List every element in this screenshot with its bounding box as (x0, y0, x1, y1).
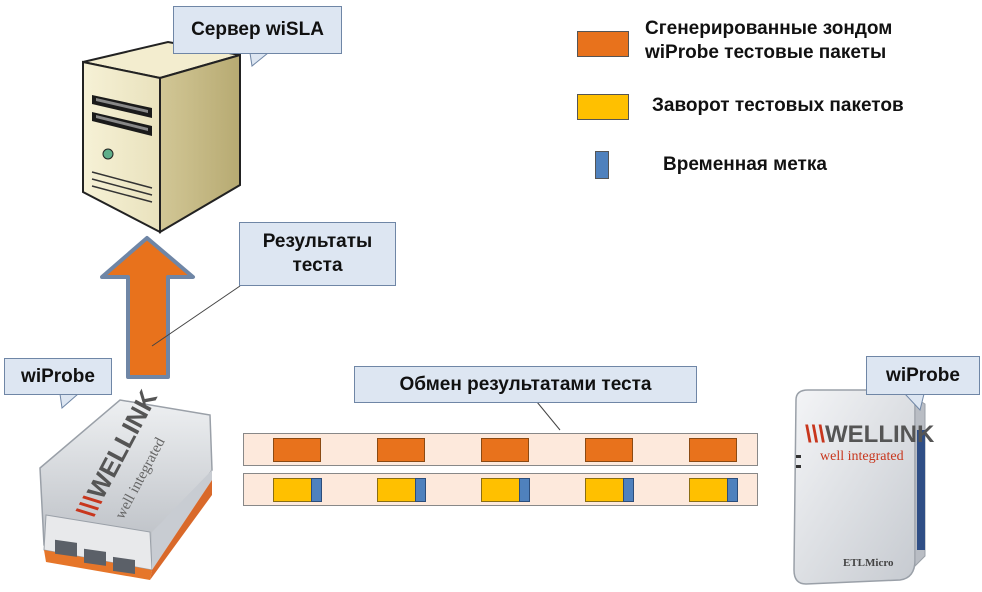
legend-swatch-timestamp (595, 151, 609, 179)
exchange-callout: Обмен результатами теста (354, 366, 697, 403)
exchange-callout-line (536, 401, 561, 431)
results-callout: Результаты теста (239, 222, 396, 286)
server-callout: Сервер wiSLA (173, 6, 342, 54)
legend-label-loopback: Заворот тестовых пакетов (652, 94, 904, 118)
loopback-packet (481, 478, 521, 502)
server-icon (82, 40, 241, 234)
legend-loopback-line1: Заворот тестовых пакетов (652, 95, 904, 116)
probe-right-label: wiProbe (886, 365, 960, 386)
probe-left-label: wiProbe (21, 366, 95, 387)
timestamp-marker (311, 478, 322, 502)
results-arrow (100, 236, 195, 379)
legend-label-timestamp: Временная метка (663, 153, 827, 177)
results-label-line1: Результаты (262, 231, 373, 252)
probe-left-callout: wiProbe (4, 358, 112, 395)
legend-timestamp-line1: Временная метка (663, 154, 827, 175)
generated-packet (273, 438, 321, 462)
probe-left-callout-pointer (59, 393, 80, 409)
legend-swatch-loopback (577, 94, 629, 120)
server-callout-pointer (249, 52, 270, 67)
legend-label-generated: Сгенерированные зондом wiProbe тестовые … (645, 17, 892, 65)
exchange-label: Обмен результатами теста (399, 374, 652, 395)
server-label: Сервер wiSLA (191, 19, 324, 40)
legend-generated-line2: wiProbe тестовые пакеты (645, 42, 887, 63)
loopback-packet (689, 478, 729, 502)
legend-generated-line1: Сгенерированные зондом (645, 18, 893, 39)
legend-swatch-generated (577, 31, 629, 57)
probe-right-callout: wiProbe (866, 356, 980, 395)
timestamp-marker (519, 478, 530, 502)
results-callout-line (151, 285, 241, 347)
generated-packets-row (243, 433, 758, 466)
timestamp-marker (415, 478, 426, 502)
loopback-packet (273, 478, 313, 502)
generated-packet (481, 438, 529, 462)
generated-packet (689, 438, 737, 462)
wiprobe-left-device: \\\WELLINK well integrated (39, 385, 213, 580)
loopback-packets-row (243, 473, 758, 506)
right-tagline-text: well integrated (820, 449, 904, 464)
right-brand-text: WELLINK (825, 421, 935, 448)
svg-text:\\\WELLINK: \\\WELLINK (805, 421, 935, 448)
loopback-packet (585, 478, 625, 502)
generated-packet (585, 438, 633, 462)
timestamp-marker (623, 478, 634, 502)
generated-packet (377, 438, 425, 462)
results-label-line2: теста (292, 255, 343, 276)
timestamp-marker (727, 478, 738, 502)
right-model-text: ETLMicro (843, 557, 894, 569)
wiprobe-right-device: \\\WELLINK well integrated ETLMicro (793, 389, 935, 585)
loopback-packet (377, 478, 417, 502)
